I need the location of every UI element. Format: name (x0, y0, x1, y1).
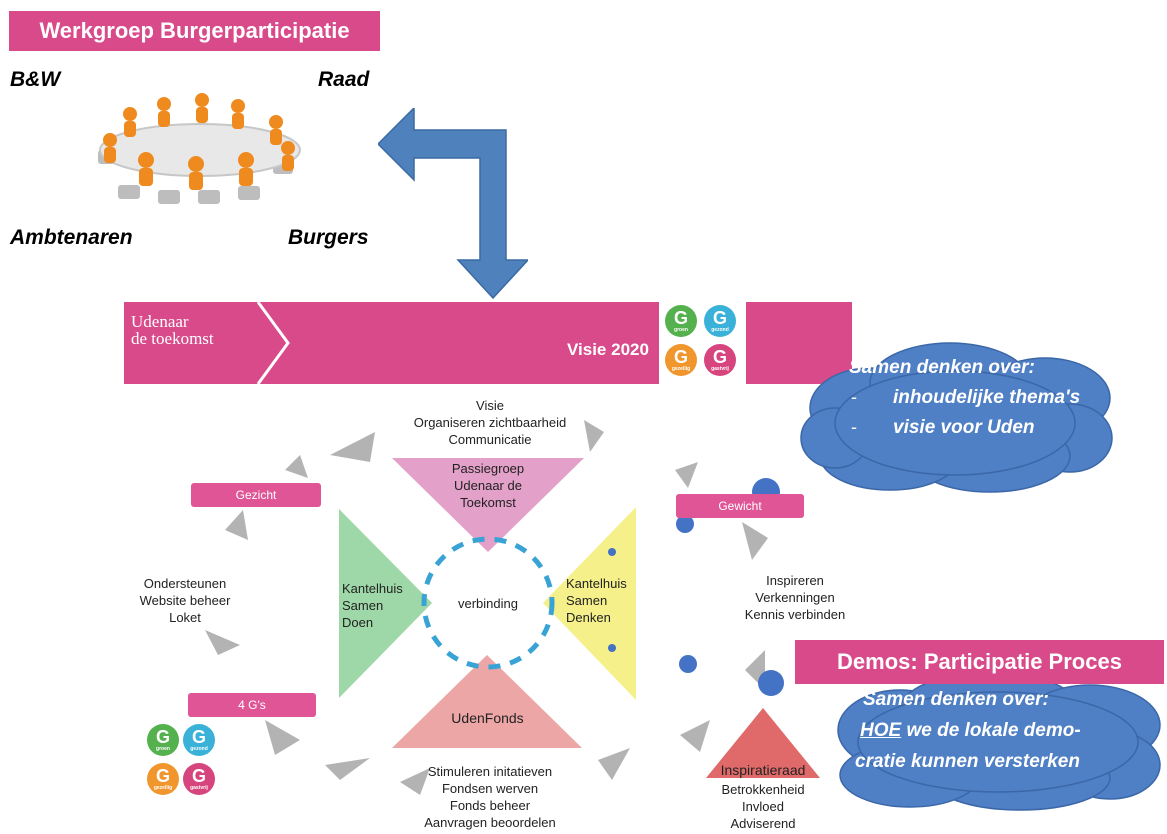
cloud-bottom-line1: Samen denken over: (863, 689, 1049, 710)
role-burgers: Burgers (288, 226, 369, 249)
banner-subtitle-line1: Udenaar (131, 312, 189, 331)
elbow-double-arrow (378, 108, 528, 300)
banner-right-block (746, 302, 852, 384)
role-bw: B&W (10, 68, 61, 91)
udenfonds-label: UdenFonds (451, 710, 524, 726)
page-title: Werkgroep Burgerparticipatie (9, 11, 380, 51)
demos-title: Demos: Participatie Proces (795, 640, 1164, 684)
fourg-label: 4 G's (188, 693, 316, 717)
cloud-top-item-2: visie voor Uden (893, 417, 1035, 438)
gezicht-label: Gezicht (191, 483, 321, 507)
cloud-top-dash-2: - (851, 417, 857, 437)
cloud-bottom-shape (837, 671, 1161, 811)
cloud-bottom-line2: HOE we de lokale demo- (860, 720, 1081, 741)
role-raad: Raad (318, 68, 370, 91)
gewicht-label: Gewicht (676, 494, 804, 518)
cloud-top-item-1: inhoudelijke thema's (893, 387, 1081, 408)
cloud-top-dash-1: - (851, 387, 857, 407)
visie-2020-label: Visie 2020 (567, 340, 649, 359)
cloud-bottom-line3: cratie kunnen versterken (855, 751, 1080, 772)
meeting-table-illustration (98, 93, 301, 204)
udenaar-banner (124, 302, 659, 384)
banner-chevron (256, 302, 290, 384)
role-ambtenaren: Ambtenaren (10, 226, 133, 249)
verbinding-label: verbinding (458, 596, 518, 611)
cloud-top-title: Samen denken over: (849, 357, 1035, 378)
cloud-top-shape (800, 342, 1113, 493)
banner-subtitle-line2: de toekomst (131, 329, 214, 348)
inspiratieraad-label: Inspiratieraad (720, 762, 806, 778)
